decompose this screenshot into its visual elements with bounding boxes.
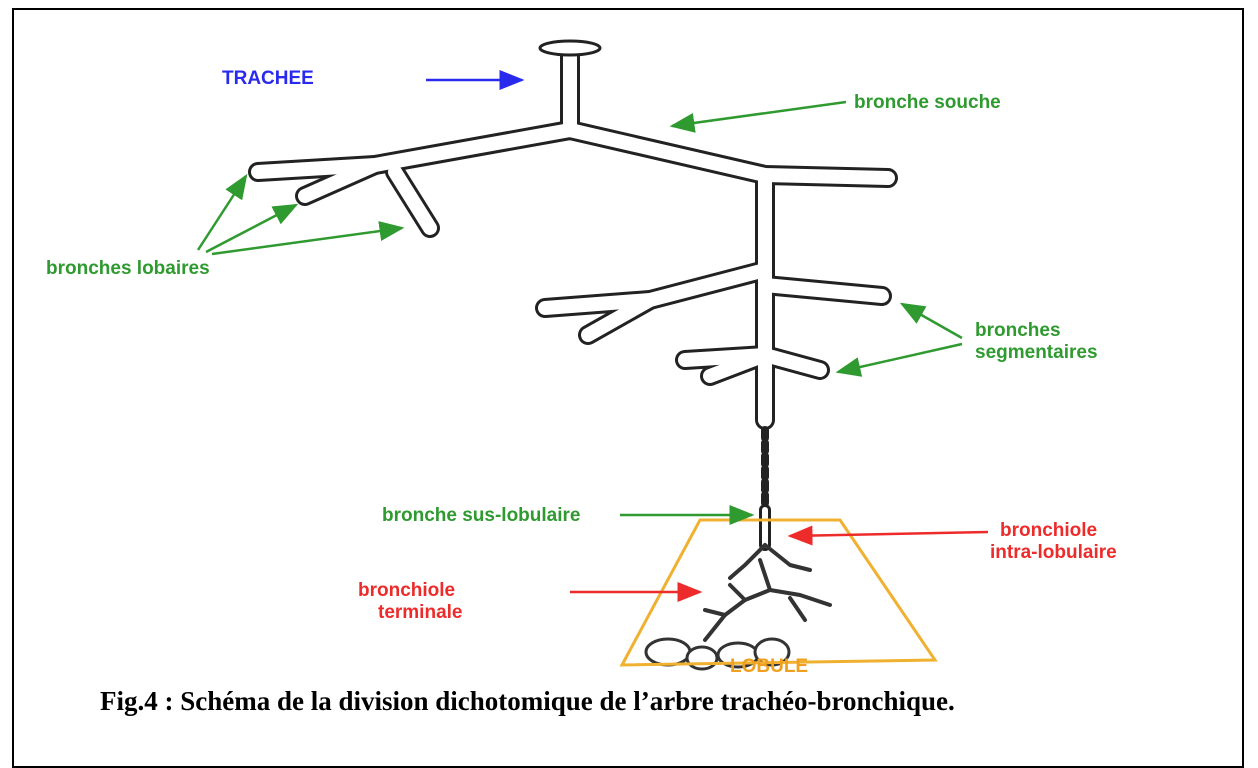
label-bronches-segmentaires-line2: segmentaires xyxy=(975,342,1098,363)
label-bronchiole-intra-line2: intra-lobulaire xyxy=(990,542,1117,563)
lobule-outline xyxy=(619,518,938,667)
figure-caption: Fig.4 : Schéma de la division dichotomiq… xyxy=(100,686,955,716)
label-bronches-lobaires: bronches lobaires xyxy=(46,258,210,279)
label-bronchiole-terminale-line2: terminale xyxy=(378,602,463,623)
label-bronchiole-intra-line1: bronchiole xyxy=(1000,520,1098,541)
label-bronches-segmentaires-line1: bronches xyxy=(975,320,1061,341)
label-bronche-sus-lobulaire: bronche sus-lobulaire xyxy=(382,505,581,526)
label-bronchiole-terminale-line1: bronchiole xyxy=(358,580,456,601)
label-bronche-souche: bronche souche xyxy=(854,92,1001,113)
label-lobule: LOBULE xyxy=(730,656,809,677)
airway-tree xyxy=(248,39,898,671)
label-trachee: TRACHEE xyxy=(222,68,314,89)
